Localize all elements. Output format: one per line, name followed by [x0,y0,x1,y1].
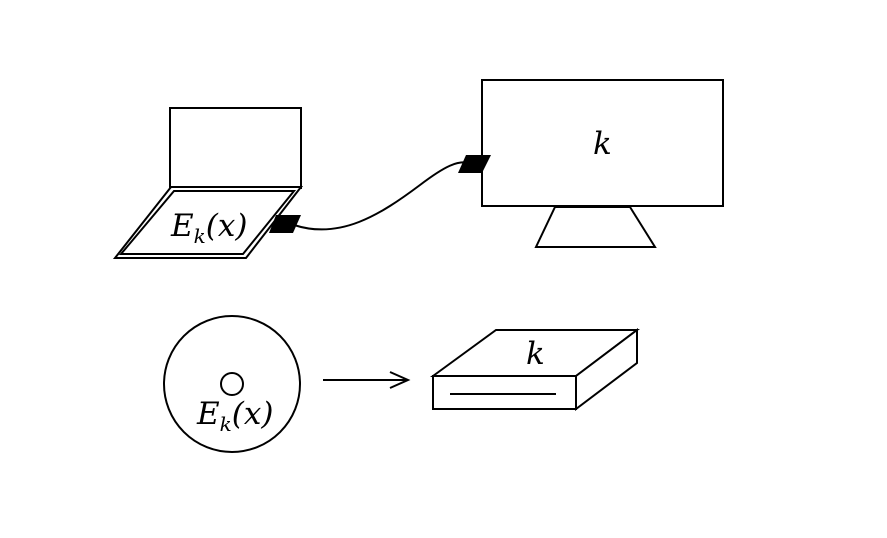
arrow [323,371,411,389]
monitor-port [458,155,491,173]
laptop-base-inner [118,190,297,255]
laptop: Ek(x) [112,107,304,259]
disc: Ek(x) [163,315,301,453]
player-front [432,375,577,410]
arrow-head [389,371,411,389]
monitor-screen [481,79,724,207]
cable [293,161,471,231]
laptop-screen [169,107,302,189]
monitor: k [458,79,724,248]
monitor-stand [534,206,657,248]
player-label: k [526,336,545,372]
laptop-label: Ek(x) [170,208,247,248]
disc-label: Ek(x) [196,396,273,436]
laptop-port [269,215,301,233]
player: k [429,327,640,412]
disc-hole [220,372,244,396]
monitor-label: k [593,126,612,162]
